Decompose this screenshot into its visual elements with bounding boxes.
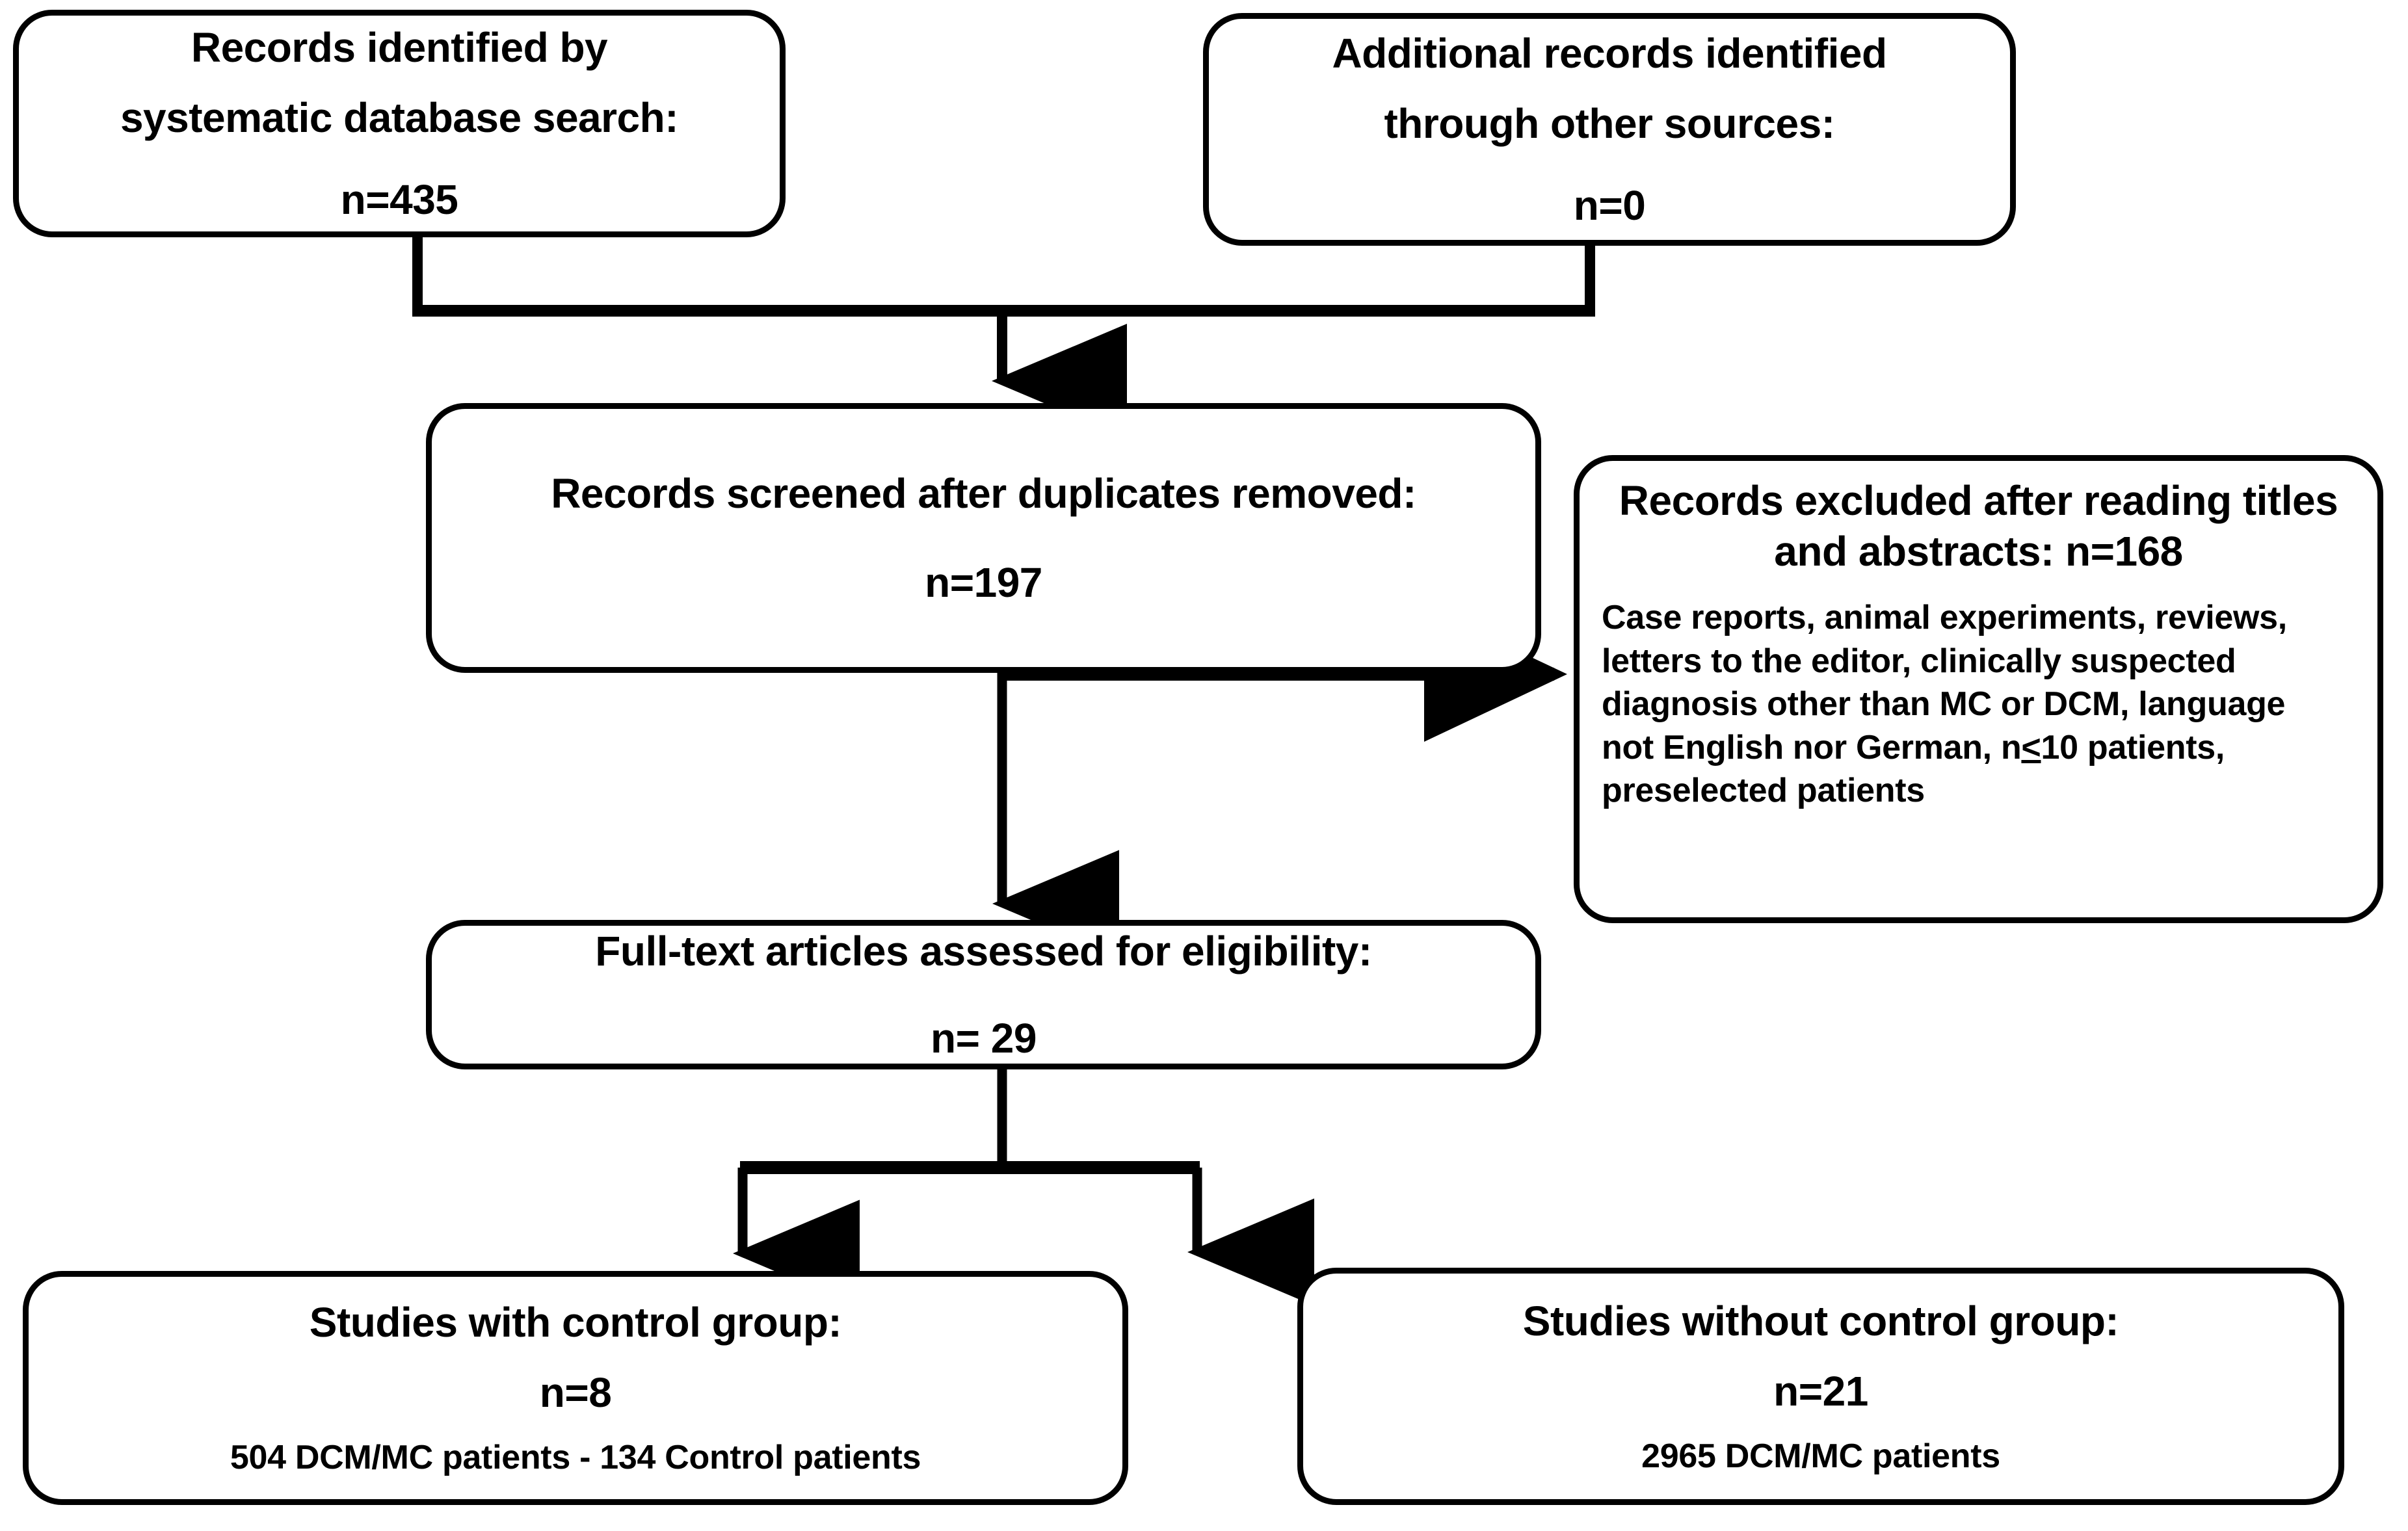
reason-line4-lte-symbol: < xyxy=(2021,728,2041,766)
records-identified-count: n=435 xyxy=(340,176,458,224)
records-excluded-reason-line4: not English nor German, n<10 patients, xyxy=(1602,726,2355,770)
fulltext-articles-line1: Full-text articles assessed for eligibil… xyxy=(595,928,1372,975)
records-excluded-reason-line3: diagnosis other than MC or DCM, language xyxy=(1602,685,2286,724)
records-excluded-line2: and abstracts: n=168 xyxy=(1774,528,2183,575)
studies-with-control-count: n=8 xyxy=(539,1369,612,1417)
node-records-screened: Records screened after duplicates remove… xyxy=(426,403,1541,673)
records-screened-line1: Records screened after duplicates remove… xyxy=(551,470,1416,517)
studies-with-control-line1: Studies with control group: xyxy=(309,1299,842,1346)
records-excluded-reason-line5: preselected patients xyxy=(1602,772,1925,810)
records-excluded-reason-line2: letters to the editor, clinically suspec… xyxy=(1602,642,2236,680)
records-excluded-reason-line1: Case reports, animal experiments, review… xyxy=(1602,599,2287,637)
studies-without-control-detail: 2965 DCM/MC patients xyxy=(1641,1437,2000,1475)
node-studies-without-control-group: Studies without control group: n=21 2965… xyxy=(1297,1268,2344,1505)
reason-line4-suffix: 10 patients, xyxy=(2041,728,2225,766)
node-records-excluded: Records excluded after reading titles an… xyxy=(1574,455,2383,923)
additional-records-count: n=0 xyxy=(1573,182,1646,229)
additional-records-line2: through other sources: xyxy=(1384,99,1835,147)
node-additional-records: Additional records identified through ot… xyxy=(1203,13,2016,246)
node-records-identified: Records identified by systematic databas… xyxy=(13,10,786,237)
additional-records-line1: Additional records identified xyxy=(1332,29,1887,77)
studies-without-control-line1: Studies without control group: xyxy=(1522,1297,2119,1344)
node-studies-with-control-group: Studies with control group: n=8 504 DCM/… xyxy=(23,1271,1128,1505)
records-screened-count: n=197 xyxy=(925,558,1042,606)
studies-with-control-detail: 504 DCM/MC patients - 134 Control patien… xyxy=(230,1439,921,1477)
node-fulltext-articles: Full-text articles assessed for eligibil… xyxy=(426,920,1541,1069)
records-excluded-line1: Records excluded after reading titles xyxy=(1619,477,2338,524)
records-identified-line2: systematic database search: xyxy=(120,94,679,141)
fulltext-articles-count: n= 29 xyxy=(931,1014,1037,1062)
records-identified-line1: Records identified by xyxy=(191,23,608,71)
reason-line4-prefix: not English nor German, n xyxy=(1602,728,2022,766)
studies-without-control-count: n=21 xyxy=(1773,1367,1868,1415)
